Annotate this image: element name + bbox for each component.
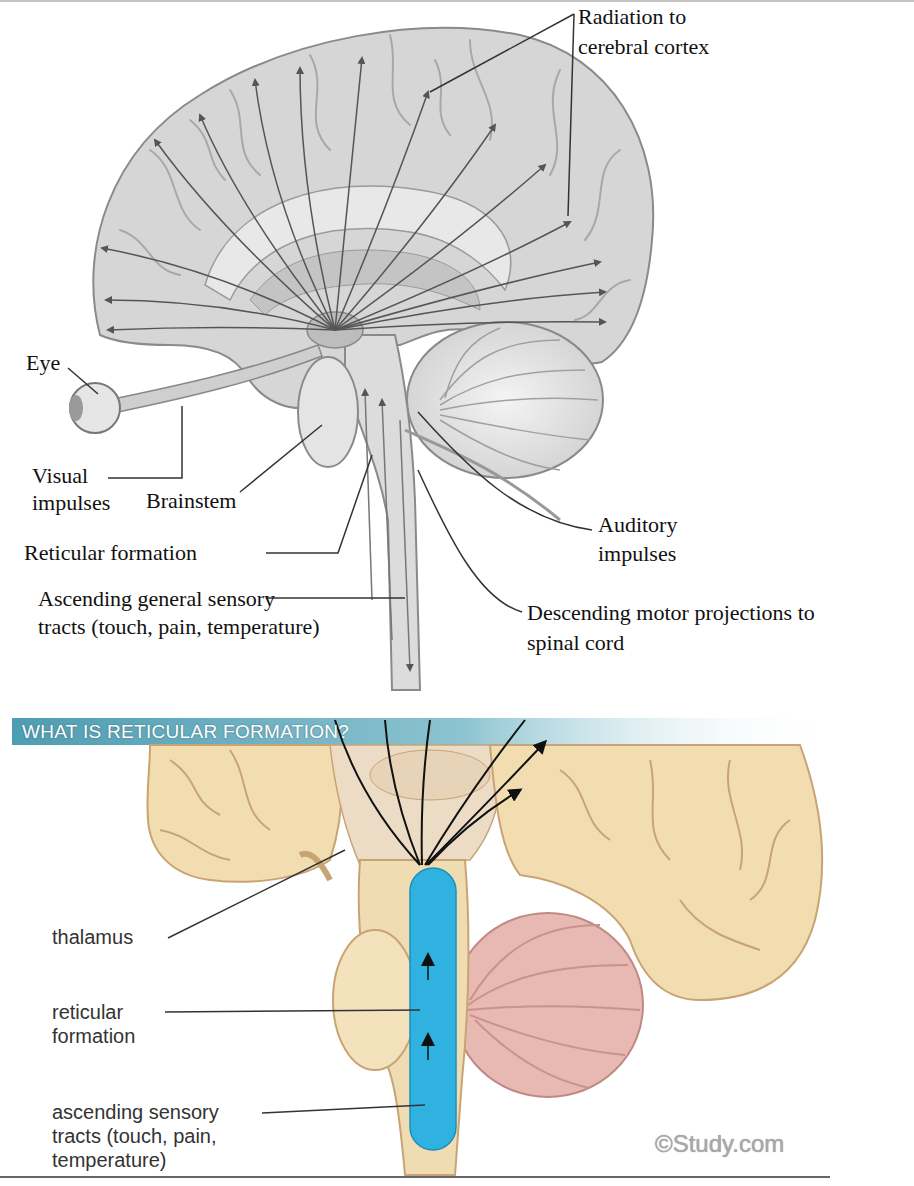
watermark: ©Study.com bbox=[655, 1130, 784, 1158]
banner-title: WHAT IS RETICULAR FORMATION? bbox=[22, 720, 349, 744]
part-label: thalamus bbox=[52, 925, 133, 949]
part-label: Reticular formation bbox=[24, 540, 197, 566]
region-label: Radiation to cerebral cortex bbox=[578, 2, 758, 62]
signal-label: Visual impulses bbox=[32, 462, 132, 516]
tract-label: ascending sensory tracts (touch, pain, t… bbox=[52, 1100, 257, 1172]
tract-label: Ascending general sensory tracts (touch,… bbox=[38, 585, 328, 641]
signal-label: Auditory impulses bbox=[598, 510, 738, 568]
part-label: Eye bbox=[26, 350, 60, 376]
part-label: Brainstem bbox=[146, 488, 236, 514]
tract-label: Descending motor projections to spinal c… bbox=[527, 598, 827, 658]
part-label: reticular formation bbox=[52, 1000, 162, 1048]
